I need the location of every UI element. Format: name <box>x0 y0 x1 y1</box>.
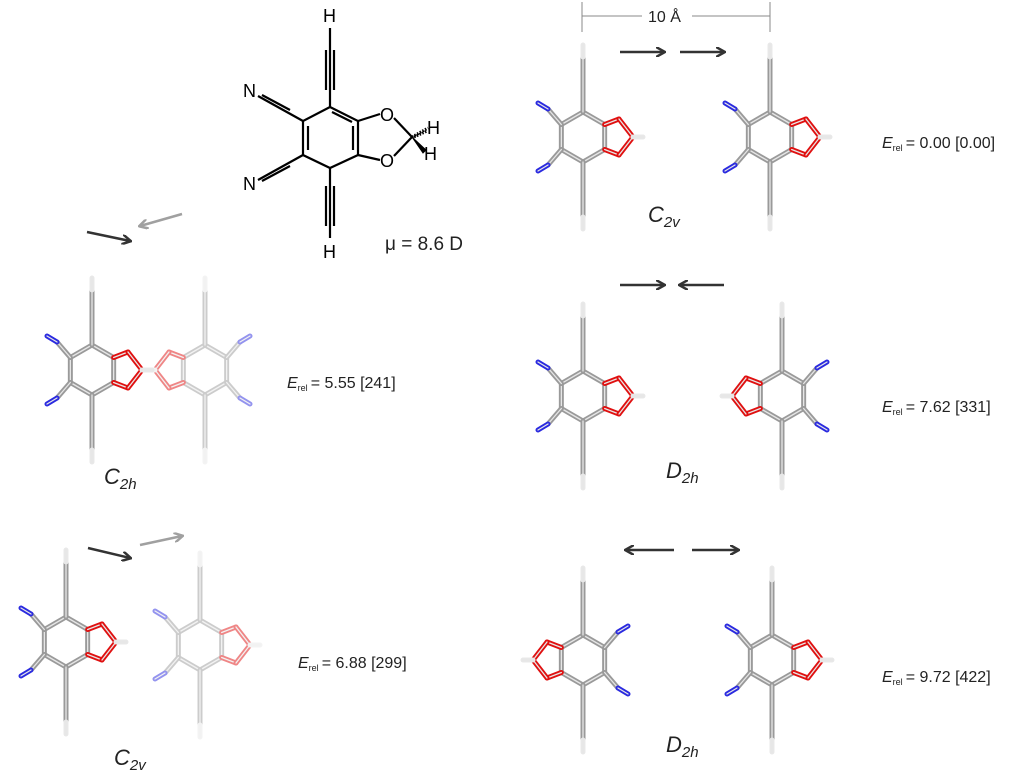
dipole-arrow-left <box>140 212 183 226</box>
atom-h-ch2-b: H <box>424 144 437 164</box>
molecule-bottom-right-a <box>520 565 631 755</box>
atom-n-top: N <box>243 81 256 101</box>
molecule-bottom-right-b <box>724 565 835 755</box>
scale-bar <box>581 2 771 32</box>
energy-middle-left: Erel= 5.55 [241] <box>287 375 396 393</box>
atom-n-bottom: N <box>243 174 256 194</box>
molecule-middle-right-a <box>535 301 646 491</box>
molecule-bottom-left-a <box>18 547 129 737</box>
point-group-top-right: C2v <box>648 202 681 231</box>
molecule-middle-left-b <box>142 275 253 465</box>
dipole-arrow-right <box>86 230 130 241</box>
point-group-middle-right: D2h <box>666 458 699 487</box>
energy-middle-right: Erel= 7.62 [331] <box>882 399 991 417</box>
chemical-structure <box>257 28 429 238</box>
atom-h-ch2-a: H <box>427 118 440 138</box>
molecule-top-right-b <box>722 42 833 232</box>
atom-h-top: H <box>323 6 336 26</box>
molecules <box>18 42 835 755</box>
molecule-top-right-a <box>535 42 646 232</box>
scale-bar-label: 10 Å <box>648 7 681 26</box>
energy-top-right: Erel= 0.00 [0.00] <box>882 135 995 153</box>
atom-o-bottom: O <box>380 151 394 171</box>
point-group-middle-left: C2h <box>104 464 137 493</box>
point-group-bottom-left: C2v <box>114 745 147 774</box>
atom-o-top: O <box>380 105 394 125</box>
molecule-middle-right-b <box>719 301 830 491</box>
molecule-middle-left-a <box>44 275 155 465</box>
point-group-bottom-right: D2h <box>666 732 699 761</box>
energy-bottom-left: Erel= 6.88 [299] <box>298 655 407 673</box>
atom-h-bottom: H <box>323 242 336 262</box>
dipole-moment: μ = 8.6 D <box>385 234 463 255</box>
molecule-bottom-left-b <box>152 550 263 740</box>
energy-bottom-right: Erel= 9.72 [422] <box>882 669 991 687</box>
dipole-arrow-right <box>87 546 130 558</box>
dipole-arrows <box>86 52 738 558</box>
dipole-arrow-right <box>139 536 182 547</box>
